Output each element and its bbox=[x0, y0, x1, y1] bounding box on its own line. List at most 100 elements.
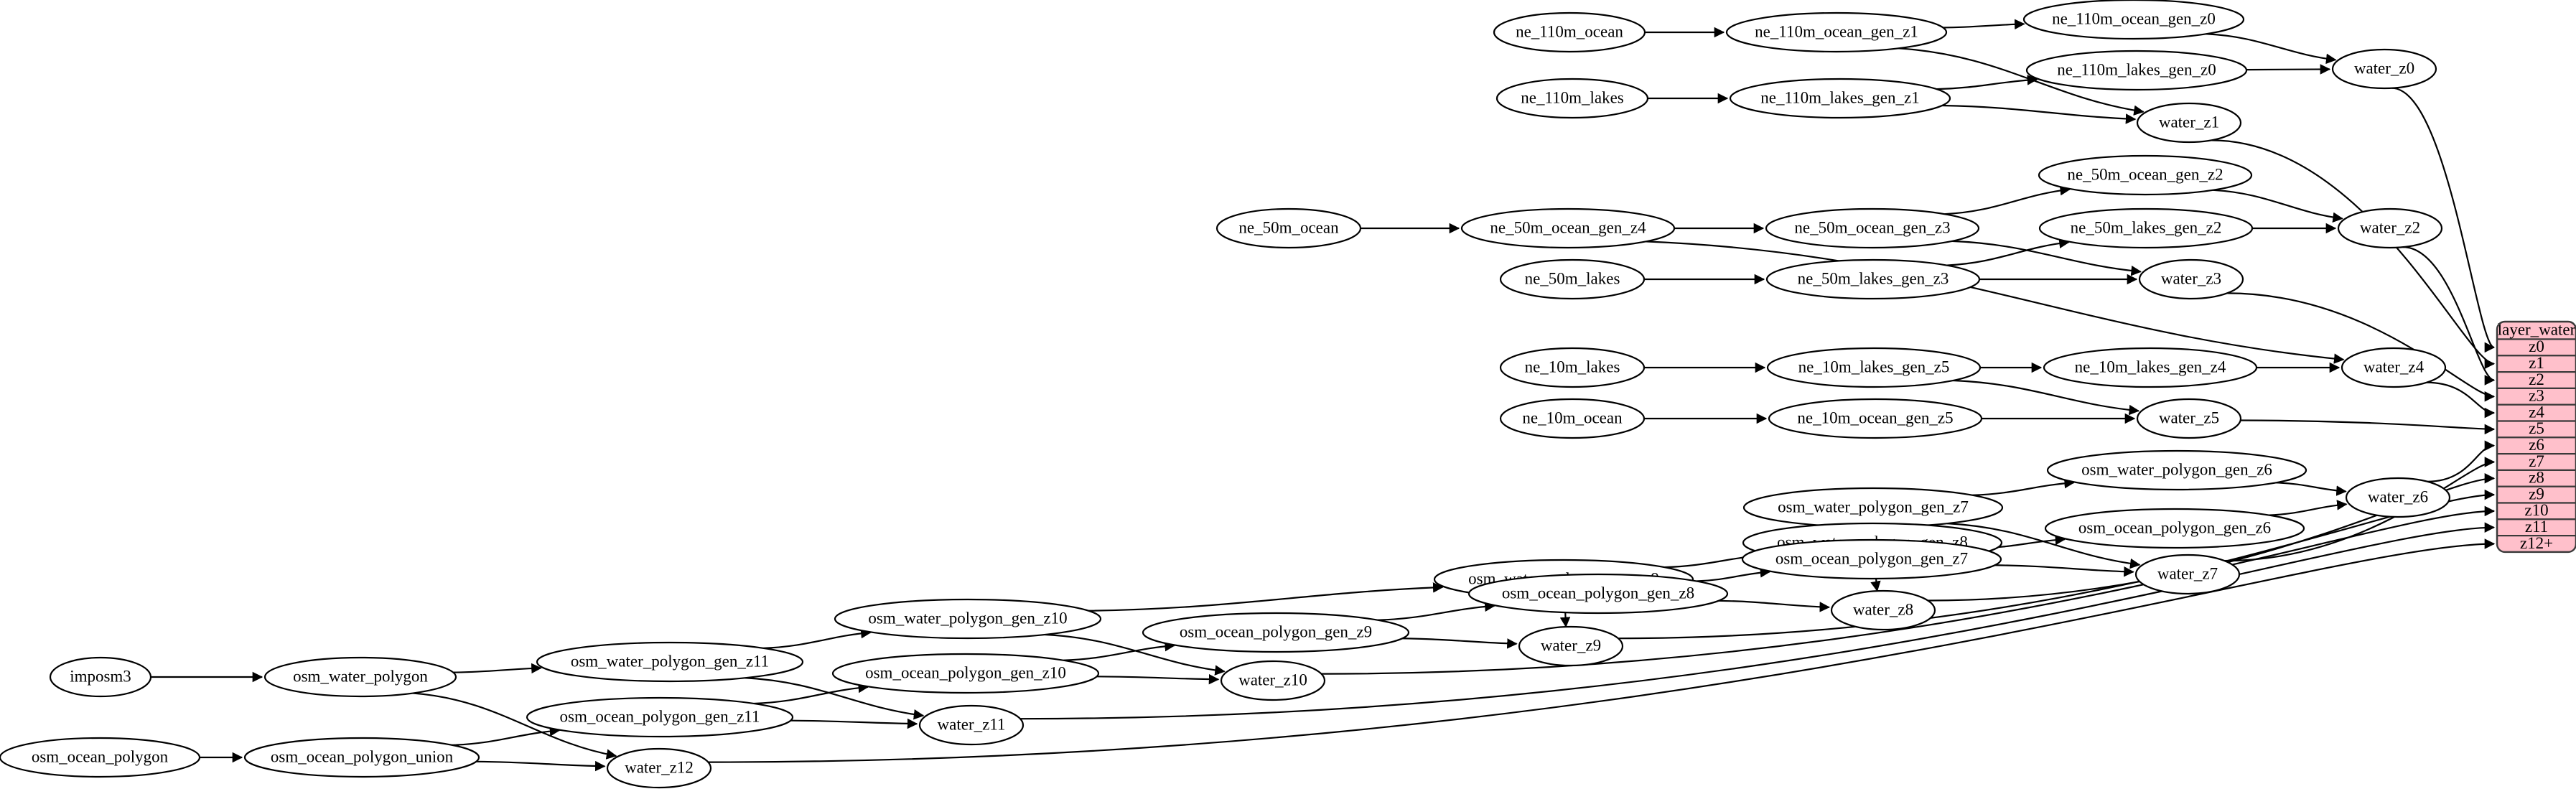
node-layer: ne_110m_ocean ne_110m_ocean_gen_z1 ne_110m… bbox=[0, 0, 2451, 789]
layer-water-row-z0[interactable]: z0 bbox=[2497, 337, 2576, 357]
node-ne-10m-ocean-gen-z5[interactable]: ne_10m_ocean_gen_z5 bbox=[1768, 398, 1983, 439]
node-ne-110m-ocean[interactable]: ne_110m_ocean bbox=[1493, 11, 1646, 53]
node-label: ne_50m_ocean bbox=[1238, 218, 1339, 236]
node-ne-110m-ocean-gen-z1[interactable]: ne_110m_ocean_gen_z1 bbox=[1725, 11, 1948, 53]
node-ne-50m-ocean-gen-z3[interactable]: ne_50m_ocean_gen_z3 bbox=[1765, 207, 1980, 249]
node-osm-ocean-polygon-union[interactable]: osm_ocean_polygon_union bbox=[243, 737, 480, 778]
node-osm-ocean-polygon[interactable]: osm_ocean_polygon bbox=[0, 737, 201, 778]
edge-osm-ocean-polygon-gen-z10-to-osm-ocean-polygon-gen-z9 bbox=[1063, 640, 1175, 661]
node-osm-ocean-polygon-gen-z6[interactable]: osm_ocean_polygon_gen_z6 bbox=[2044, 508, 2305, 549]
node-ne-50m-lakes-gen-z2[interactable]: ne_50m_lakes_gen_z2 bbox=[2038, 207, 2254, 249]
node-ne-50m-ocean[interactable]: ne_50m_ocean bbox=[1215, 207, 1362, 249]
node-osm-water-polygon-gen-z7[interactable]: osm_water_polygon_gen_z7 bbox=[1742, 487, 2004, 528]
layer-water-row-z10[interactable]: z10 bbox=[2497, 501, 2576, 520]
node-label: ne_110m_ocean_gen_z0 bbox=[2052, 9, 2216, 27]
node-label: water_z6 bbox=[2368, 487, 2428, 505]
layer-water-row-z3[interactable]: z3 bbox=[2497, 387, 2576, 406]
node-osm-ocean-polygon-gen-z9[interactable]: osm_ocean_polygon_gen_z9 bbox=[1142, 612, 1410, 653]
node-ne-50m-lakes-gen-z3[interactable]: ne_50m_lakes_gen_z3 bbox=[1765, 258, 1981, 300]
edge-ne-110m-lakes-gen-z1-to-ne-110m-lakes-gen-z0 bbox=[1936, 75, 2038, 90]
node-water-z3[interactable]: water_z3 bbox=[2138, 258, 2244, 300]
layer-water-row-z4[interactable]: z4 bbox=[2497, 403, 2576, 422]
node-osm-ocean-polygon-gen-z8[interactable]: osm_ocean_polygon_gen_z8 bbox=[1467, 573, 1729, 615]
edge-ne-110m-ocean-gen-z1-to-water-z1 bbox=[1898, 47, 2145, 116]
node-ne-110m-ocean-gen-z0[interactable]: ne_110m_ocean_gen_z0 bbox=[2022, 0, 2245, 40]
layer-water-row-z8[interactable]: z8 bbox=[2497, 469, 2576, 487]
layer-water-row-z12plus[interactable]: z12+ bbox=[2497, 534, 2576, 552]
node-osm-ocean-polygon-gen-z7[interactable]: osm_ocean_polygon_gen_z7 bbox=[1741, 538, 2002, 580]
node-label: water_z0 bbox=[2354, 59, 2414, 77]
node-ne-10m-ocean[interactable]: ne_10m_ocean bbox=[1499, 398, 1646, 439]
layer-water-row-z2[interactable]: z2 bbox=[2497, 370, 2576, 389]
edge-ne-110m-ocean-gen-z0-to-water-z0 bbox=[2206, 33, 2337, 65]
edge-osm-ocean-polygon-gen-z11-to-osm-ocean-polygon-gen-z10 bbox=[754, 682, 869, 705]
node-water-z0[interactable]: water_z0 bbox=[2331, 48, 2437, 90]
node-water-z7[interactable]: water_z7 bbox=[2134, 554, 2241, 595]
node-ne-50m-ocean-gen-z4[interactable]: ne_50m_ocean_gen_z4 bbox=[1460, 207, 1676, 249]
node-water-z9[interactable]: water_z9 bbox=[1518, 625, 1624, 667]
node-ne-110m-lakes-gen-z1[interactable]: ne_110m_lakes_gen_z1 bbox=[1729, 78, 1951, 119]
layer-water-table-group[interactable]: layer_waterz0z1z2z3z4z5z6z7z8z9z10z11z12… bbox=[2496, 321, 2576, 554]
edge-water-z11-to-layer-water-z11 bbox=[1020, 522, 2496, 720]
layer-water-row-z6[interactable]: z6 bbox=[2497, 436, 2576, 455]
layer-water-row-z5[interactable]: z5 bbox=[2497, 419, 2576, 439]
node-label: ne_10m_lakes_gen_z5 bbox=[1798, 358, 1950, 375]
node-water-z10[interactable]: water_z10 bbox=[1220, 660, 1326, 701]
node-water-z2[interactable]: water_z2 bbox=[2337, 207, 2443, 249]
node-label: water_z12 bbox=[625, 758, 694, 776]
node-osm-water-polygon-gen-z10[interactable]: osm_water_polygon_gen_z10 bbox=[834, 598, 1102, 640]
edge-osm-ocean-polygon-gen-z10-to-water-z10 bbox=[1096, 673, 1220, 685]
edge-osm-water-polygon-gen-z11-to-water-z11 bbox=[745, 677, 925, 720]
edge-osm-ocean-polygon-gen-z7-to-water-z7 bbox=[1994, 564, 2134, 577]
edge-ne-50m-ocean-gen-z3-to-ne-50m-ocean-gen-z2 bbox=[1944, 185, 2071, 215]
layer-water-row-z7[interactable]: z7 bbox=[2497, 452, 2576, 471]
node-water-z12[interactable]: water_z12 bbox=[606, 747, 712, 789]
node-label: osm_ocean_polygon_gen_z11 bbox=[560, 707, 760, 725]
node-ne-110m-lakes-gen-z0[interactable]: ne_110m_lakes_gen_z0 bbox=[2025, 50, 2248, 91]
node-label: ne_50m_lakes_gen_z3 bbox=[1798, 269, 1949, 287]
node-label: osm_ocean_polygon_gen_z6 bbox=[2078, 518, 2271, 536]
node-label: ne_50m_lakes_gen_z2 bbox=[2071, 218, 2222, 236]
node-osm-water-polygon[interactable]: osm_water_polygon bbox=[263, 656, 457, 698]
node-label: ne_50m_ocean_gen_z4 bbox=[1490, 218, 1646, 236]
layer-water-row-z11-label: z11 bbox=[2525, 518, 2548, 536]
node-ne-50m-ocean-gen-z2[interactable]: ne_50m_ocean_gen_z2 bbox=[2038, 154, 2253, 196]
node-water-z4[interactable]: water_z4 bbox=[2341, 347, 2447, 388]
node-ne-10m-lakes-gen-z5[interactable]: ne_10m_lakes_gen_z5 bbox=[1766, 347, 1982, 388]
node-water-z5[interactable]: water_z5 bbox=[2136, 398, 2242, 439]
node-osm-water-polygon-gen-z11[interactable]: osm_water_polygon_gen_z11 bbox=[536, 641, 804, 683]
node-label: ne_50m_ocean_gen_z3 bbox=[1794, 218, 1950, 236]
edge-ne-10m-lakes-gen-z5-to-water-z5 bbox=[1953, 379, 2140, 416]
node-osm-water-polygon-gen-z6[interactable]: osm_water_polygon_gen_z6 bbox=[2046, 449, 2307, 491]
node-ne-50m-lakes[interactable]: ne_50m_lakes bbox=[1499, 258, 1646, 300]
node-label: osm_ocean_polygon_union bbox=[271, 747, 454, 765]
node-label: osm_water_polygon_gen_z6 bbox=[2081, 460, 2272, 478]
node-ne-10m-lakes-gen-z4[interactable]: ne_10m_lakes_gen_z4 bbox=[2043, 347, 2258, 388]
layer-water-row-z9[interactable]: z9 bbox=[2497, 485, 2576, 504]
edge-osm-water-polygon-to-water-z12 bbox=[412, 692, 617, 760]
layer-water-header[interactable]: layer_water bbox=[2497, 321, 2576, 340]
node-water-z1[interactable]: water_z1 bbox=[2136, 102, 2242, 144]
layer-water-row-z11[interactable]: z11 bbox=[2497, 518, 2576, 537]
edge-osm-ocean-polygon-gen-z9-to-water-z9 bbox=[1402, 638, 1518, 649]
edge-osm-ocean-polygon-gen-z8-to-water-z8 bbox=[1718, 599, 1831, 612]
edge-ne-110m-lakes-gen-z0-to-water-z0 bbox=[2246, 64, 2331, 75]
layer-water-header-label: layer_water bbox=[2498, 321, 2576, 339]
node-osm-ocean-polygon-gen-z11[interactable]: osm_ocean_polygon_gen_z11 bbox=[526, 696, 794, 738]
node-ne-10m-lakes[interactable]: ne_10m_lakes bbox=[1499, 347, 1646, 388]
node-osm-ocean-polygon-gen-z10[interactable]: osm_ocean_polygon_gen_z10 bbox=[831, 653, 1100, 694]
node-label: osm_ocean_polygon bbox=[32, 747, 169, 765]
node-label: water_z5 bbox=[2159, 408, 2219, 426]
node-label: ne_50m_ocean_gen_z2 bbox=[2067, 165, 2223, 183]
node-label: water_z9 bbox=[1541, 636, 1601, 654]
node-ne-110m-lakes[interactable]: ne_110m_lakes bbox=[1495, 78, 1649, 119]
node-label: osm_ocean_polygon_gen_z9 bbox=[1180, 622, 1372, 640]
node-imposm3[interactable]: imposm3 bbox=[49, 656, 152, 698]
edge-water-z5-to-layer-water-z5 bbox=[2240, 419, 2496, 435]
edge-osm-water-polygon-gen-z10-to-osm-water-polygon-gen-z9 bbox=[1088, 582, 1444, 612]
node-water-z8[interactable]: water_z8 bbox=[1830, 589, 1936, 631]
node-label: osm_water_polygon_gen_z10 bbox=[868, 609, 1067, 627]
node-water-z6[interactable]: water_z6 bbox=[2345, 477, 2451, 518]
node-water-z11[interactable]: water_z11 bbox=[918, 704, 1025, 746]
layer-water-row-z1[interactable]: z1 bbox=[2497, 354, 2576, 373]
